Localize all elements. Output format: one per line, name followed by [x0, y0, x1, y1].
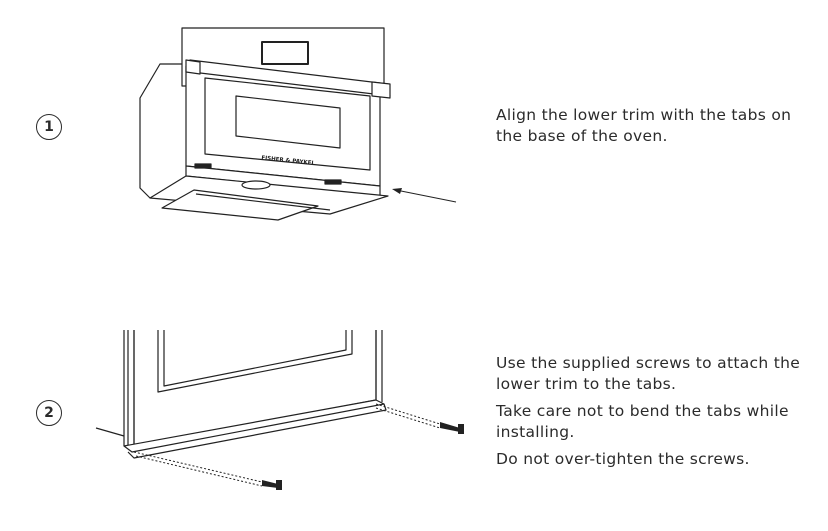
pointer-line — [395, 189, 457, 203]
step-2-number-badge: 2 — [36, 400, 62, 426]
lower-trim-strip — [123, 399, 385, 453]
step-2-number: 2 — [44, 405, 54, 421]
oven-window — [235, 95, 341, 149]
step-2-instruction-2: Take care not to bend the tabs while ins… — [496, 402, 789, 441]
left-screw-path — [133, 451, 263, 483]
step-2-instruction-3: Do not over-tighten the screws. — [496, 450, 750, 468]
oven-control-display — [261, 41, 309, 65]
step-1-instructions: Align the lower trim with the tabs on th… — [496, 105, 821, 153]
oven-door-panel — [157, 330, 353, 393]
step-1-instruction-1: Align the lower trim with the tabs on th… — [496, 106, 792, 145]
trim-tab-left — [194, 163, 212, 169]
oven-brand-logo: FISHER & PAYKEL — [261, 155, 316, 167]
step-2-instruction-1: Use the supplied screws to attach the lo… — [496, 354, 801, 393]
step-1-number-badge: 1 — [36, 114, 62, 140]
trim-tab-right — [324, 179, 342, 185]
trim-tab-center — [241, 180, 271, 190]
left-screw-icon — [262, 480, 282, 490]
pointer-arrowhead — [392, 188, 402, 194]
step-2-instructions: Use the supplied screws to attach the lo… — [496, 353, 821, 476]
step-1-number: 1 — [44, 119, 54, 135]
right-screw-path — [375, 403, 441, 425]
right-screw-icon — [440, 422, 464, 434]
